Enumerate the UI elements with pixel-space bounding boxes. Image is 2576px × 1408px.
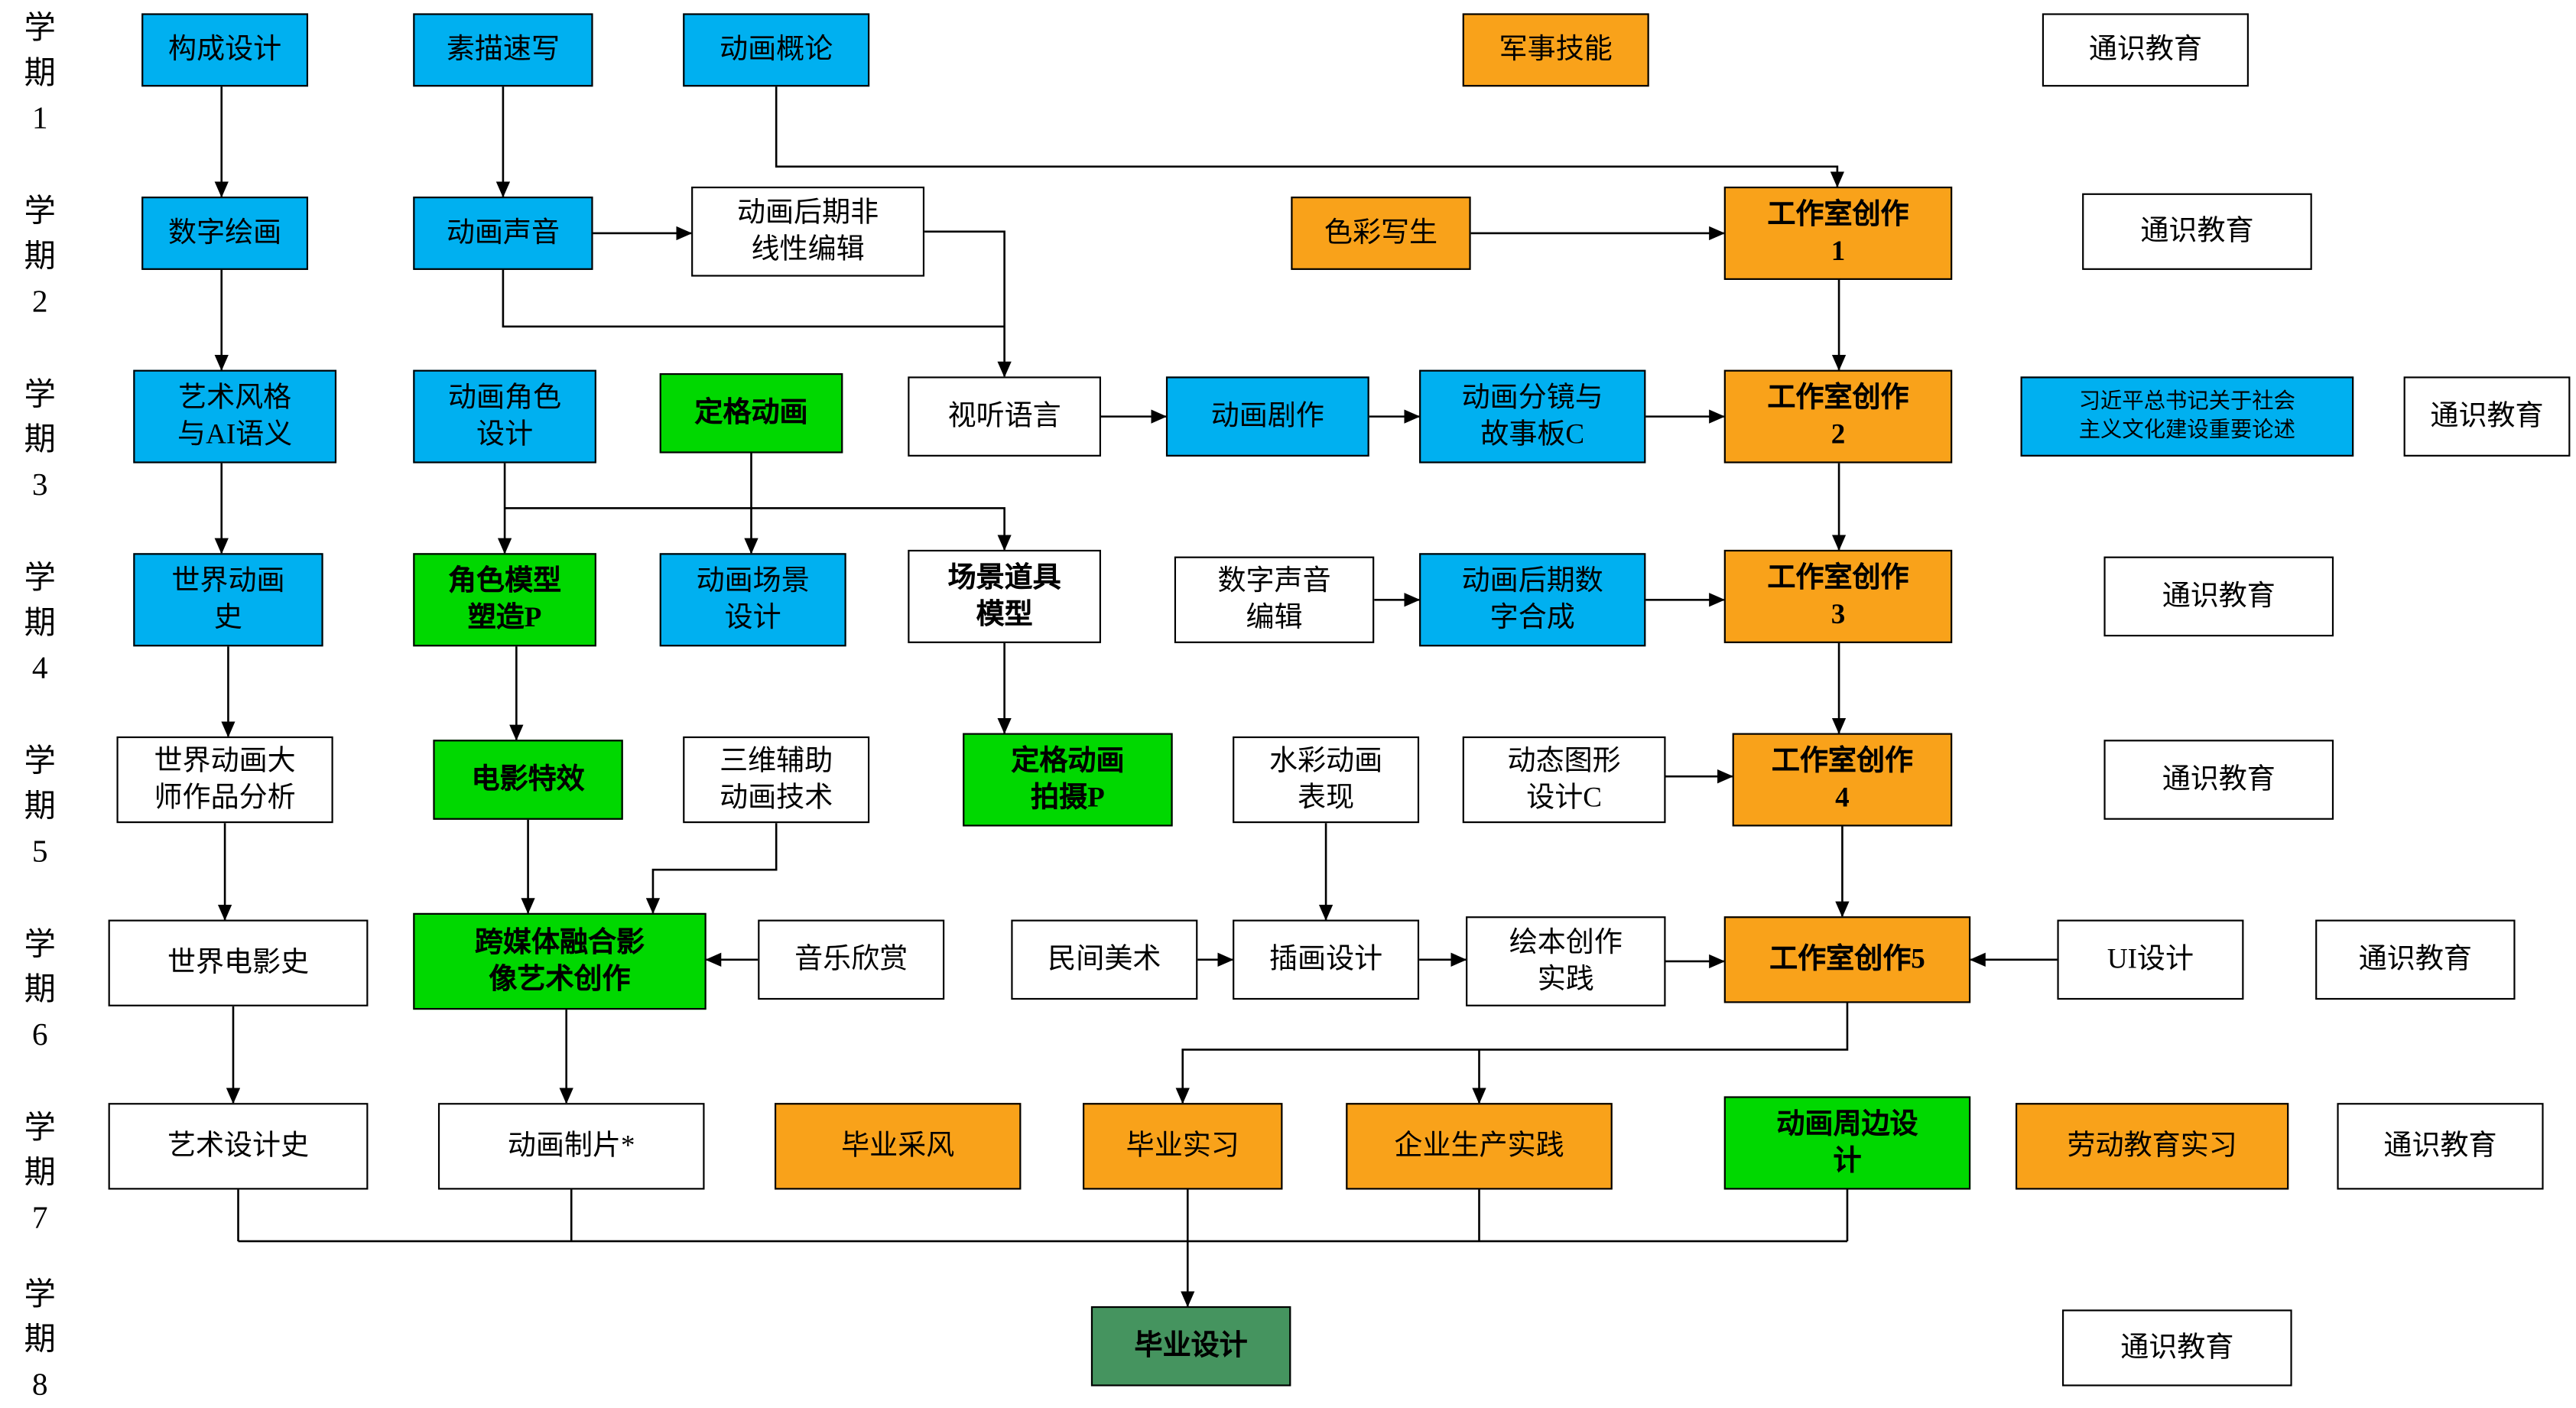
flow-arrow	[924, 230, 1012, 378]
course-xi-culture-thought: 习近平总书记关于社会 主义文化建设重要论述	[2020, 376, 2354, 457]
course-animation-introduction: 动画概论	[683, 13, 870, 87]
semester-label-3: 学 期 3	[24, 378, 56, 503]
course-art-design-history: 艺术设计史	[108, 1103, 369, 1190]
course-studio-creation-1: 工作室创作 1	[1723, 186, 1953, 280]
course-stop-motion-shooting-p: 定格动画 拍摄P	[963, 733, 1173, 827]
semester-label-5: 学 期 5	[24, 744, 56, 870]
course-stop-motion-animation: 定格动画	[659, 372, 843, 454]
course-general-education-s8: 通识教育	[2061, 1309, 2292, 1387]
course-picture-book-creation-practice: 绘本创作 实践	[1466, 916, 1666, 1006]
course-3d-assisted-animation-technology: 三维辅助 动画技术	[683, 736, 870, 824]
flow-arrow	[1175, 1003, 1849, 1104]
course-digital-painting: 数字绘画	[141, 197, 309, 270]
course-general-education-s3: 通识教育	[2403, 376, 2571, 457]
semester-label-4: 学 期 4	[24, 561, 56, 687]
flow-arrow	[645, 823, 778, 915]
course-digital-sound-editing: 数字声音 编辑	[1174, 556, 1375, 643]
course-general-education-s7: 通识教育	[2337, 1103, 2544, 1190]
course-studio-creation-4: 工作室创作 4	[1732, 733, 1953, 827]
course-graduation-fieldwork: 毕业采风	[775, 1103, 1022, 1190]
course-general-education-s6: 通识教育	[2315, 919, 2516, 1000]
semester-label-8: 学 期 8	[24, 1277, 56, 1403]
course-watercolor-animation-expression: 水彩动画 表现	[1233, 736, 1420, 824]
course-folk-art: 民间美术	[1011, 919, 1198, 1000]
flow-arrow	[505, 507, 1012, 551]
course-motion-graphics-design-c: 动态图形 设计C	[1462, 736, 1666, 824]
course-labor-education-internship: 劳动教育实习	[2015, 1103, 2289, 1190]
semester-label-1: 学 期 1	[24, 11, 56, 137]
course-scene-prop-models: 场景道具 模型	[908, 549, 1101, 643]
course-film-vfx: 电影特效	[433, 740, 623, 820]
course-crossmedia-fusion-image-art: 跨媒体融合影 像艺术创作	[413, 912, 707, 1010]
course-animation-sound: 动画声音	[413, 197, 593, 270]
course-sketch-speed-drawing: 素描速写	[413, 13, 593, 87]
course-animation-storyboard-c: 动画分镜与 故事板C	[1419, 369, 1646, 463]
course-animation-merchandise-design: 动画周边设 计	[1723, 1096, 1971, 1190]
course-animation-post-digital-compositing: 动画后期数 字合成	[1419, 553, 1646, 647]
course-color-sketching: 色彩写生	[1291, 197, 1471, 270]
course-studio-creation-2: 工作室创作 2	[1723, 369, 1953, 463]
course-art-style-ai-semantics: 艺术风格 与AI语义	[133, 369, 337, 463]
course-general-education-s2: 通识教育	[2082, 193, 2312, 270]
semester-label-6: 学 期 6	[24, 928, 56, 1053]
course-animation-post-nonlinear-editing: 动画后期非 线性编辑	[691, 186, 925, 277]
course-graduation-project: 毕业设计	[1090, 1306, 1291, 1387]
course-animation-scene-design: 动画场景 设计	[659, 553, 846, 647]
course-animation-production: 动画制片*	[437, 1103, 705, 1190]
course-military-skills: 军事技能	[1462, 13, 1649, 87]
course-character-model-sculpting-p: 角色模型 塑造P	[413, 553, 596, 647]
course-graduation-internship: 毕业实习	[1083, 1103, 1283, 1190]
semester-label-2: 学 期 2	[24, 194, 56, 320]
course-general-education-s1: 通识教育	[2042, 13, 2249, 87]
course-illustration-design: 插画设计	[1233, 919, 1420, 1000]
course-studio-creation-3: 工作室创作 3	[1723, 549, 1953, 643]
course-audiovisual-language: 视听语言	[908, 376, 1101, 457]
course-animation-character-design: 动画角色 设计	[413, 369, 596, 463]
course-composition-design: 构成设计	[141, 13, 309, 87]
course-enterprise-production-practice: 企业生产实践	[1346, 1103, 1613, 1190]
course-ui-design: UI设计	[2057, 919, 2244, 1000]
course-animation-screenwriting: 动画剧作	[1165, 376, 1369, 457]
flow-arrow	[502, 269, 1005, 328]
course-world-animation-masters-analysis: 世界动画大 师作品分析	[116, 736, 333, 824]
course-general-education-s5: 通识教育	[2103, 740, 2334, 820]
course-general-education-s4: 通识教育	[2103, 556, 2334, 637]
flow-arrow	[775, 86, 1845, 188]
course-world-animation-history: 世界动画 史	[133, 553, 323, 647]
course-music-appreciation: 音乐欣赏	[758, 919, 945, 1000]
semester-label-7: 学 期 7	[24, 1111, 56, 1237]
course-studio-creation-5: 工作室创作5	[1723, 916, 1971, 1003]
course-world-film-history: 世界电影史	[108, 919, 369, 1006]
